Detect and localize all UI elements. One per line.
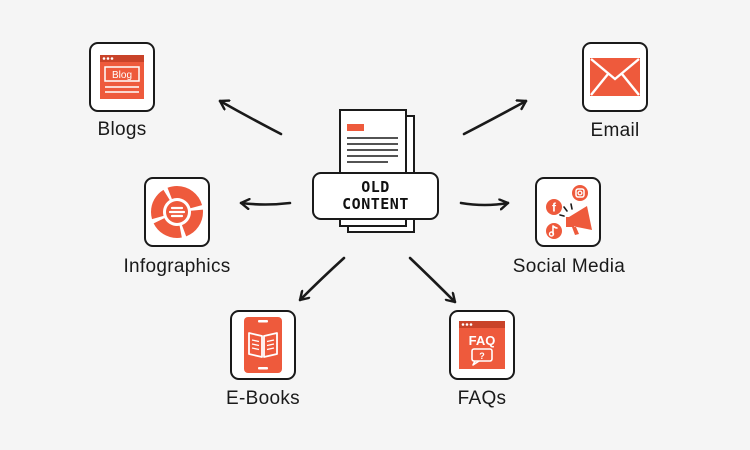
svg-text:?: ? (479, 351, 485, 361)
blogs-label: Blogs (97, 119, 147, 140)
old-content-line2: CONTENT (342, 195, 409, 213)
blog-icon-text: Blog (112, 70, 132, 81)
arrow-to-infographics (239, 203, 292, 205)
email-tile (582, 42, 648, 112)
arrow-to-email (462, 101, 528, 136)
blog-browser-icon: Blog (100, 55, 144, 99)
arrow-to-faqs (408, 256, 457, 304)
faqs-label: FAQs (457, 388, 507, 409)
ebooks-label: E-Books (226, 388, 300, 409)
faqs-tile: FAQ ? (449, 310, 515, 380)
tablet-book-icon (244, 317, 282, 373)
arrow-to-social-media (459, 203, 510, 205)
faq-browser-icon: FAQ ? (459, 321, 505, 369)
social-media-label: Social Media (512, 256, 626, 277)
faq-icon-text: FAQ (469, 333, 496, 348)
blogs-tile: Blog (89, 42, 155, 112)
envelope-icon (590, 58, 640, 96)
old-content-box: OLD CONTENT (312, 172, 439, 220)
ebooks-tile (230, 310, 296, 380)
old-content-line1: OLD (361, 178, 390, 196)
social-media-tile: f (535, 177, 601, 247)
infographics-tile (144, 177, 210, 247)
arrow-to-ebooks (298, 256, 346, 302)
email-label: Email (590, 120, 640, 141)
megaphone-social-icon: f (546, 185, 592, 239)
svg-text:f: f (552, 201, 557, 215)
infographics-label: Infographics (123, 256, 231, 277)
donut-chart-icon (151, 186, 203, 238)
arrow-to-blogs (218, 101, 283, 136)
